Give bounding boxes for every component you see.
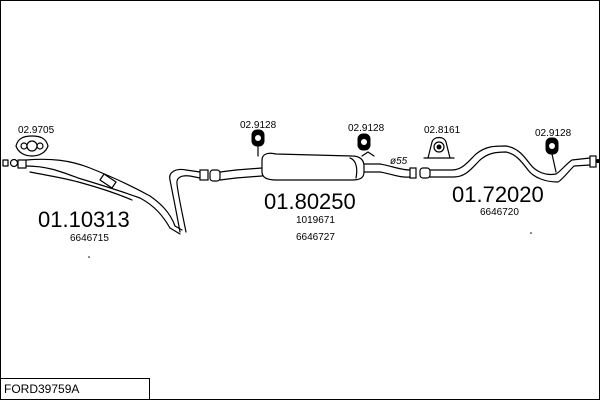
rubber-hanger-icon[interactable] (251, 129, 265, 157)
part-number: 01.72020 (452, 182, 544, 207)
centre-silencer[interactable] (235, 152, 417, 181)
front-pipe[interactable] (2, 158, 237, 235)
dot-marker (530, 232, 532, 234)
dot-marker (88, 256, 90, 258)
diameter-label: ø55 (390, 156, 408, 167)
mounting-bracket-icon[interactable] (423, 136, 455, 159)
part-number: 01.10313 (38, 207, 130, 232)
accessory-number: 02.9128 (240, 120, 277, 131)
rear-pipe[interactable] (419, 145, 600, 183)
accessory-number: 02.9128 (348, 123, 385, 134)
oem-number: 6646715 (70, 233, 109, 244)
accessory-number: 02.9128 (535, 128, 572, 139)
accessory-number: 02.9705 (18, 125, 55, 136)
oem-number: 6646720 (480, 207, 519, 218)
oem-number: 6646727 (296, 232, 335, 243)
accessory-number: 02.8161 (424, 125, 461, 136)
part-number: 01.80250 (264, 189, 356, 214)
rubber-hanger-icon[interactable] (357, 133, 375, 157)
oem-number: 1019671 (296, 215, 335, 226)
gasket-icon[interactable] (15, 135, 49, 157)
reference-code: FORD39759A (4, 382, 79, 396)
rubber-hanger-icon[interactable] (545, 137, 559, 173)
